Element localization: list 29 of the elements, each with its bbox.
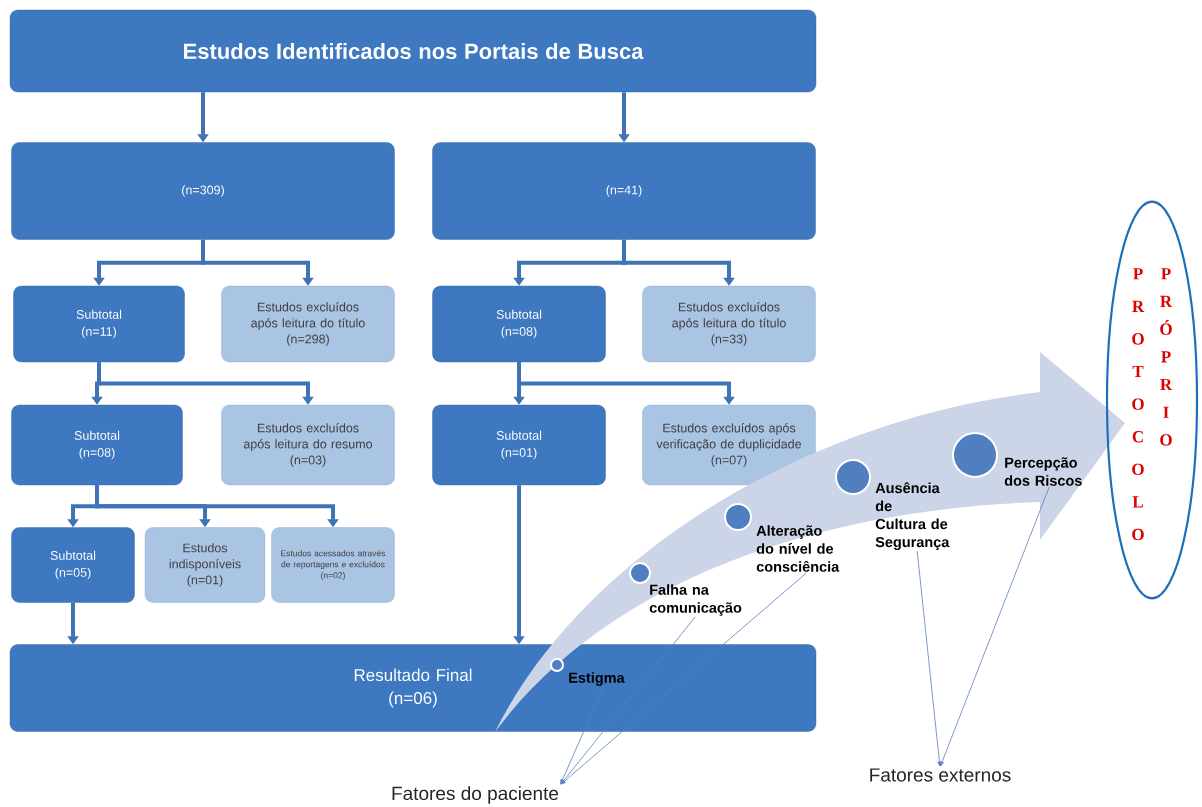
leader-line (940, 486, 1050, 767)
header-box: Estudos Identificados nos Portais de Busca (9, 9, 817, 93)
flow-arrow (622, 239, 735, 286)
leader-line (560, 686, 604, 785)
process-box: Subtotal (n=05) (11, 527, 135, 603)
flow-arrow (201, 239, 314, 286)
factor-label: Alteração do nível de consciência (756, 525, 840, 572)
process-box: Subtotal (n=01) (432, 404, 606, 486)
flow-arrow (97, 362, 314, 405)
exclusion-box: Estudos acessados através de reportagens e excluídos (n=02) (271, 527, 395, 603)
factor-label: Falha na comunicação (649, 584, 742, 616)
factor-label: Ausência de Cultura de Segurança (875, 482, 950, 551)
leader-line (916, 550, 942, 767)
exclusion-box: Estudos excluídos após leitura do título (n=298) (221, 285, 395, 363)
group-label: Fatores externos (870, 768, 1011, 782)
flow-arrow (517, 362, 735, 405)
process-box: Subtotal (n=08) (11, 404, 183, 486)
factor-label: Percepção dos Riscos (1004, 457, 1082, 486)
process-box: Subtotal (n=08) (432, 285, 606, 363)
leader-line (560, 616, 696, 785)
exclusion-box: Estudos excluídos após leitura do título (n=33) (642, 285, 816, 363)
process-box: (n=309) (11, 142, 395, 240)
exclusion-box: Estudos indisponíveis (n=01) (144, 527, 266, 603)
exclusion-box: Estudos excluídos após leitura do resumo (n=03) (221, 404, 395, 486)
leader-line (560, 572, 807, 785)
group-label: Fatores do paciente (392, 786, 559, 804)
exclusion-box: Estudos excluídos após verificação de duplicidade (n=07) (642, 404, 816, 486)
process-box: (n=41) (432, 142, 816, 240)
process-box: Subtotal (n=11) (13, 285, 185, 363)
